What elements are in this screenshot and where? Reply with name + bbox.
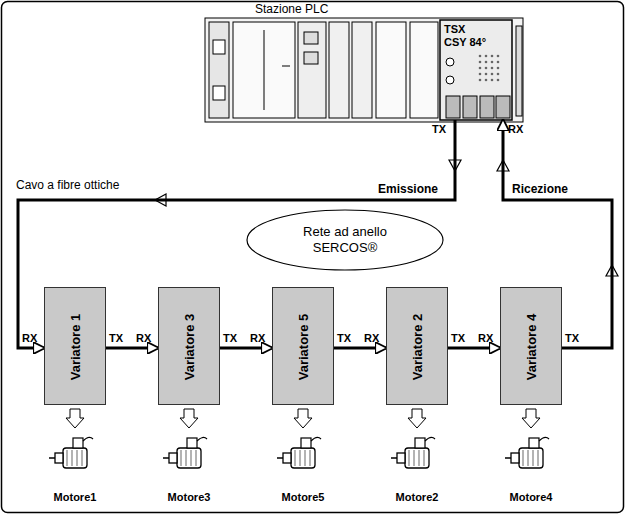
port-name: RX xyxy=(508,122,523,136)
port-name: TX xyxy=(223,331,237,345)
fiber-optic-link xyxy=(334,347,386,350)
motor-label: Motore5 xyxy=(263,490,343,504)
drive-label: Variatore 1 xyxy=(68,314,84,381)
plc-rack xyxy=(205,18,523,122)
motor-label: Motore2 xyxy=(377,490,457,504)
port-name: RX xyxy=(364,331,379,345)
port-name: RX xyxy=(250,331,265,345)
drive-label: Variatore 3 xyxy=(182,314,198,381)
communication-module: TSX CSY 84° xyxy=(440,20,512,120)
motor-icons xyxy=(49,409,549,468)
fiber-optic-link xyxy=(448,347,500,350)
port-name: TX xyxy=(565,331,579,345)
network-label: Rete ad anello SERCOS® xyxy=(275,224,415,256)
plc-station: Stazione PLC TSX CSY 84° xyxy=(205,2,523,124)
station-title: Stazione PLC xyxy=(255,2,328,16)
motor-label: Motore3 xyxy=(149,490,229,504)
motor-label: Motore1 xyxy=(35,490,115,504)
fiber-optic-link xyxy=(106,347,158,350)
port-name: RX xyxy=(22,331,37,345)
drive-box: Variatore 1 xyxy=(44,287,106,405)
drive-box: Variatore 3 xyxy=(158,287,220,405)
direction-label: Emissione xyxy=(378,182,438,196)
cable-label: Cavo a fibre ottiche xyxy=(16,178,119,192)
flow-arrows xyxy=(155,160,618,276)
network-ellipse: Rete ad anello SERCOS® xyxy=(245,208,445,272)
fiber-optic-link xyxy=(220,347,272,350)
direction-label: Ricezione xyxy=(512,182,568,196)
led-grid xyxy=(479,55,500,82)
port-name: TX xyxy=(109,331,123,345)
port-name: RX xyxy=(136,331,151,345)
port-name: TX xyxy=(337,331,351,345)
drive-label: Variatore 2 xyxy=(410,314,426,381)
drive-box: Variatore 2 xyxy=(386,287,448,405)
module-label: TSX CSY 84° xyxy=(440,20,494,52)
drive-label: Variatore 4 xyxy=(524,314,540,381)
drive-label: Variatore 5 xyxy=(296,314,312,381)
port-name: TX xyxy=(451,331,465,345)
motor-label: Motore4 xyxy=(491,490,571,504)
drive-box: Variatore 5 xyxy=(272,287,334,405)
port-name: TX xyxy=(432,122,446,136)
drive-box: Variatore 4 xyxy=(500,287,562,405)
port-name: RX xyxy=(478,331,493,345)
